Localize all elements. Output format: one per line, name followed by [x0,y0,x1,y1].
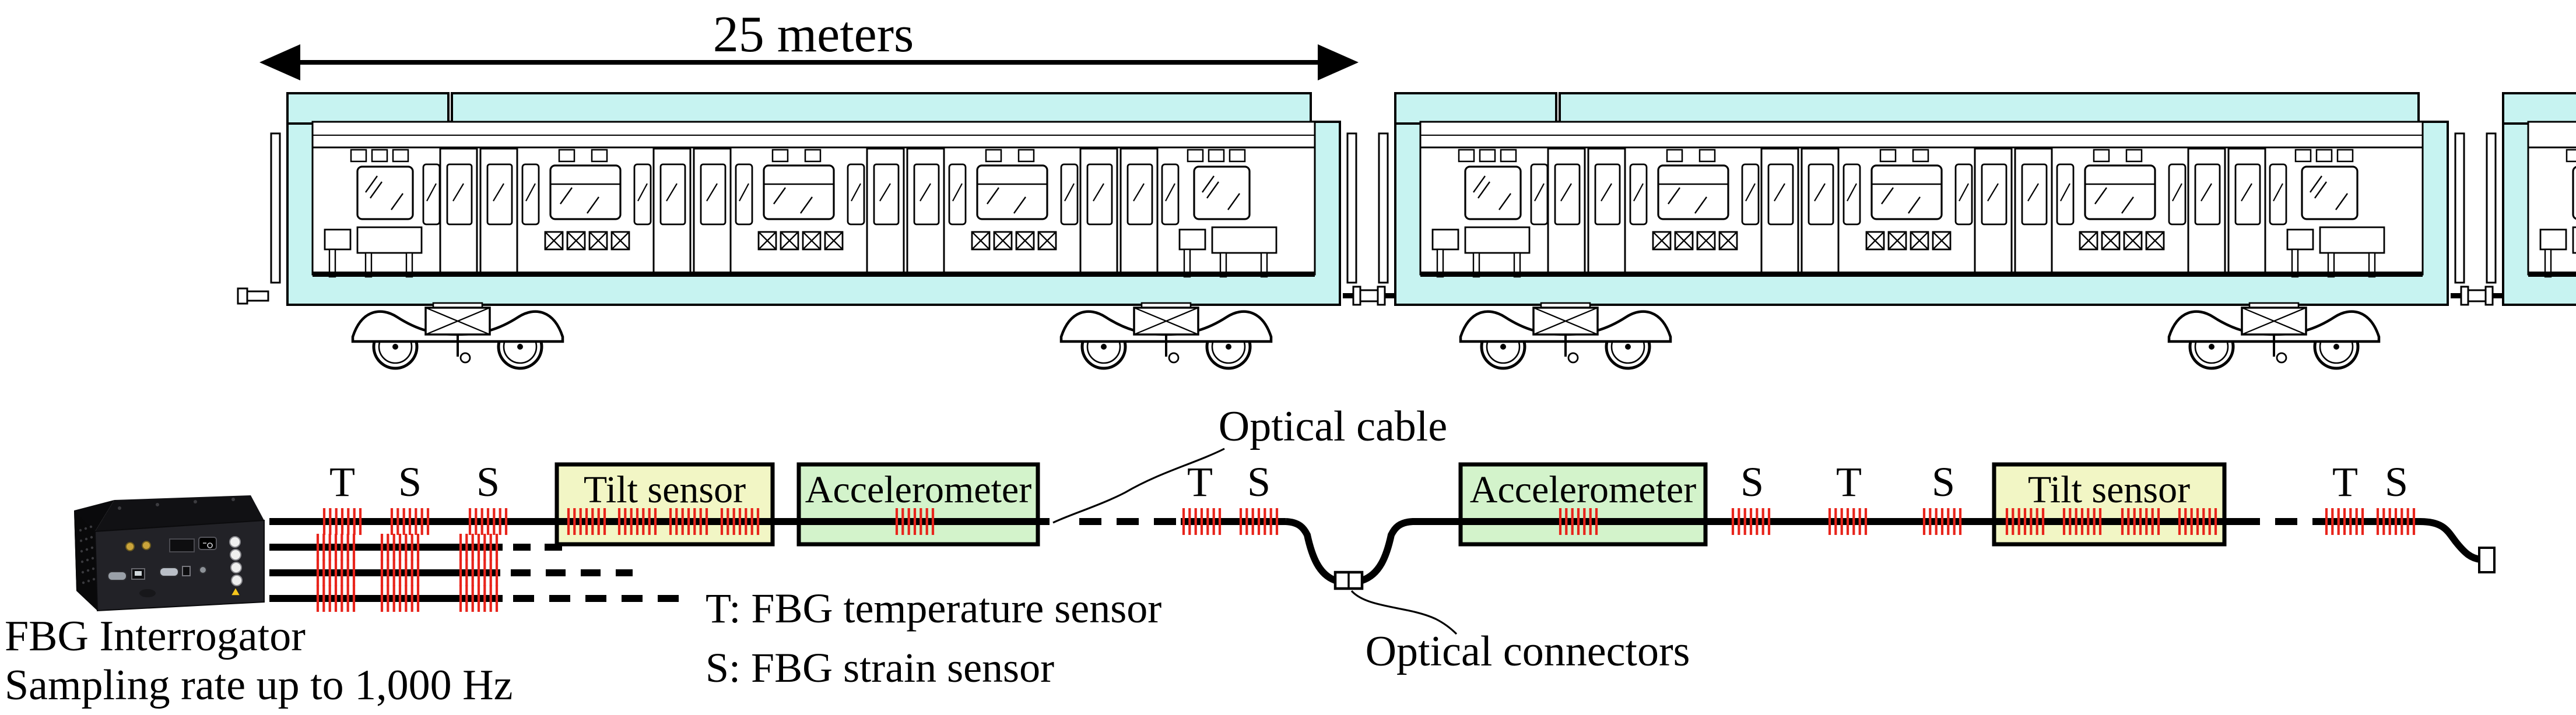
train-car-2 [1379,93,2464,368]
fbg-grating [1924,508,1960,535]
train [237,92,2576,368]
fbg-grating [897,508,933,535]
fbg-grating [1733,508,1769,535]
fbg-grating [2180,508,2216,535]
sensor-boxes: Tilt sensor Accelerometer Accelerometer … [554,462,2227,547]
usb-port [182,566,191,576]
fbg-grating [722,508,758,535]
legend-temperature: T: FBG temperature sensor [706,585,1161,632]
marker-seg4-s: S [2385,459,2408,505]
fbg-grating [461,585,497,612]
inter-car-coupler-2 [2449,286,2504,306]
scale-bar: 25 meters [259,6,1359,80]
sync-out-port [125,542,135,551]
fbg-grating [2064,508,2100,535]
fbg-grating [392,508,428,535]
fbg-grating [382,534,418,561]
fbg-grating [1830,508,1866,535]
fbg-grating [671,508,707,535]
legend-strain: S: FBG strain sensor [706,644,1054,691]
vent-holes [79,525,96,584]
serial-port [107,571,127,581]
fbg-grating [568,508,605,535]
optical-connector-pair [1333,570,1364,590]
train-car-3-partial [2486,92,2576,306]
accelerometer-2: Accelerometer [1458,462,1708,547]
fbg-grating [619,508,655,535]
scale-arrow [259,44,1359,80]
marker-seg2-t: T [1187,459,1213,505]
fbg-grating [2326,508,2363,535]
tilt-sensor-1-label: Tilt sensor [584,469,746,511]
optical-connectors-callout: Optical connectors [1350,590,1690,675]
fbg-grating [2007,508,2043,535]
fbg-grating [2122,508,2159,535]
fbg-grating [461,534,497,561]
optical-cable-label: Optical cable [1219,403,1447,450]
fbg-grating [318,585,354,612]
optical-connectors-leader [1350,590,1458,635]
marker-seg2-s: S [1247,459,1271,505]
inter-car-coupler-1 [1342,286,1396,306]
marker-seg1-t: T [329,459,355,505]
fbg-interrogator-device [74,495,265,612]
optical-cable-leader [1052,448,1225,524]
marker-seg1-s2: S [476,459,500,505]
fbg-grating [324,508,360,535]
accelerometer-1-label: Accelerometer [805,469,1031,511]
train-car-1 [271,93,1356,368]
fbg-marker-letters: T S S T S S T S T S [329,459,2408,505]
fbg-grating [1184,508,1220,535]
channel-connector-1 [229,536,241,548]
fiber-channel-1 [269,518,2482,584]
marker-seg3-s1: S [1740,459,1764,505]
vga-port [159,567,179,577]
power-terminal [169,538,195,552]
accelerometer-2-label: Accelerometer [1470,469,1696,511]
fiber-end-terminator [2478,547,2496,573]
fbg-grating [1560,508,1596,535]
fbg-grating [318,559,354,586]
front-coupler [237,287,269,305]
interrogator-label: FBG Interrogator [5,612,306,660]
power-switch [198,537,217,550]
fbg-grating [382,559,418,586]
warning-icon [230,586,241,596]
aux-port [199,566,207,574]
fbg-grating [470,508,506,535]
marker-seg3-s2: S [1932,459,1955,505]
optical-connectors-label: Optical connectors [1366,628,1690,675]
channel-connector-4 [231,575,243,586]
fbg-grating [318,534,354,561]
marker-seg4-t: T [2332,459,2358,505]
sampling-rate-label: Sampling rate up to 1,000 Hz [5,661,513,709]
scale-label: 25 meters [713,6,914,63]
tilt-sensor-2: Tilt sensor [1992,462,2227,547]
channel-connector-3 [230,562,242,573]
fbg-grating [461,559,497,586]
accelerometer-1: Accelerometer [796,462,1040,547]
tilt-sensor-2-label: Tilt sensor [2028,469,2190,511]
channel-connector-2 [230,549,241,561]
marker-seg1-s1: S [398,459,422,505]
optical-cable-callout: Optical cable [1052,403,1447,524]
fbg-grating [382,585,418,612]
tilt-sensor-1: Tilt sensor [554,462,775,547]
sync-in-port [142,541,151,550]
fbg-grating [2378,508,2414,535]
marker-seg3-t: T [1836,459,1862,505]
top-screws [118,498,235,510]
fbg-grating [1241,508,1277,535]
